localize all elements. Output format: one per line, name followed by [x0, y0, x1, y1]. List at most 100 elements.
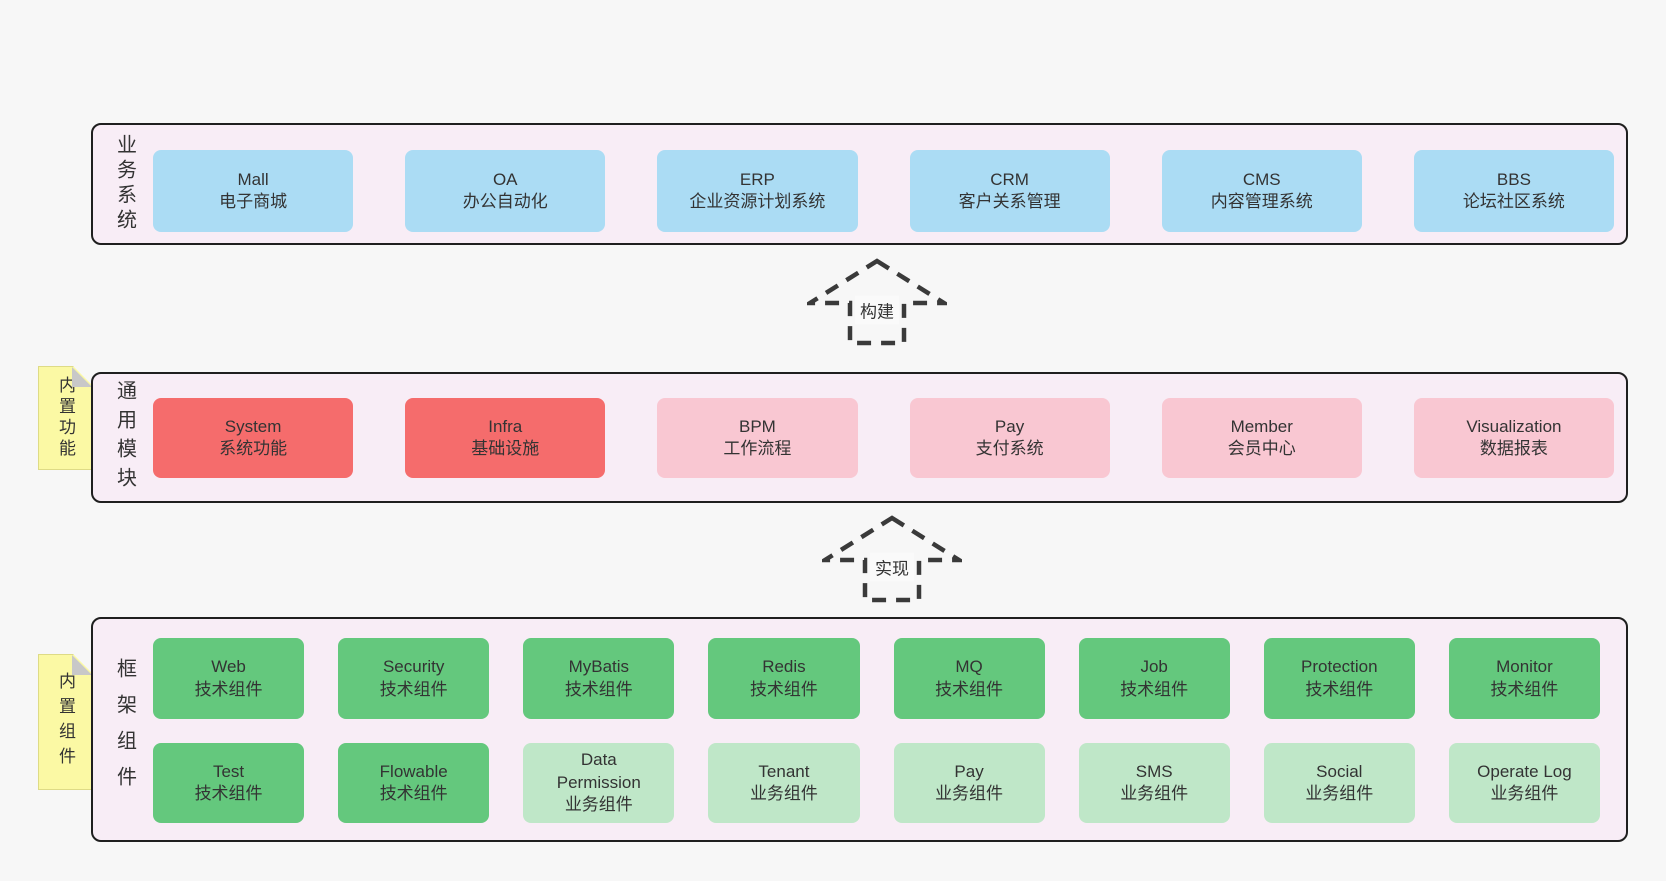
diagram-box-flowable: Flowable 技术组件	[338, 743, 490, 823]
box-title: Web	[211, 657, 246, 677]
box-title: MyBatis	[568, 657, 630, 677]
box-title: Mall	[237, 169, 269, 189]
folded-corner-icon	[72, 367, 92, 387]
diagram-box-social: Social 业务组件	[1263, 743, 1415, 823]
box-title: Redis	[762, 657, 806, 677]
box-subtitle: 内容管理系统	[1210, 192, 1313, 211]
diagram-box-visualization: Visualization 数据报表	[1413, 398, 1614, 478]
section-title: 业务系统	[113, 134, 136, 234]
box-title: Pay	[994, 416, 1025, 436]
box-subtitle: 数据报表	[1479, 439, 1548, 458]
box-title: System	[224, 416, 282, 436]
implement-arrow: 实现	[822, 515, 962, 603]
box-title: Job	[1140, 657, 1168, 677]
dashed-up-arrow-icon	[822, 515, 962, 603]
section-title: 通用模块	[113, 379, 136, 496]
box-title: Operate Log	[1477, 761, 1572, 781]
box-title: Visualization	[1466, 416, 1562, 436]
box-title: MQ	[955, 657, 983, 677]
box-title: Social	[1316, 761, 1363, 781]
box-subtitle: 系统功能	[219, 439, 288, 458]
box-subtitle: 客户关系管理	[958, 192, 1061, 211]
diagram-box-cms: CMS 内容管理系统	[1161, 150, 1362, 232]
box-subtitle: 业务组件	[935, 784, 1004, 803]
box-title: Data Permission	[556, 750, 641, 792]
dashed-up-arrow-icon	[807, 258, 947, 346]
diagram-box-oa: OA 办公自动化	[405, 150, 606, 232]
box-subtitle: 技术组件	[379, 679, 448, 699]
diagram-box-system: System 系统功能	[153, 398, 354, 478]
box-title: BBS	[1496, 169, 1531, 189]
diagram-box-mall: Mall 电子商城	[153, 150, 354, 232]
box-subtitle: 技术组件	[749, 679, 818, 699]
box-subtitle: 基础设施	[471, 439, 540, 458]
box-subtitle: 技术组件	[379, 784, 448, 803]
box-title: Flowable	[379, 761, 448, 781]
box-subtitle: 业务组件	[1305, 784, 1374, 803]
box-subtitle: 支付系统	[975, 439, 1044, 458]
box-title: BPM	[738, 416, 776, 436]
box-subtitle: 工作流程	[723, 439, 792, 458]
sticky-note-built-in-components: 内置组件	[38, 654, 93, 790]
box-subtitle: 技术组件	[1490, 679, 1559, 699]
box-title: Monitor	[1496, 657, 1553, 677]
implement-arrow-label: 实现	[870, 552, 914, 582]
sticky-note-built-in-functions: 内置功能	[38, 366, 93, 470]
box-title: Pay	[954, 761, 984, 781]
box-subtitle: 办公自动化	[462, 192, 548, 211]
box-subtitle: 业务组件	[749, 784, 818, 803]
diagram-box-tenant: Tenant 业务组件	[708, 743, 860, 823]
box-subtitle: 会员中心	[1227, 439, 1296, 458]
box-subtitle: 电子商城	[219, 192, 288, 211]
build-arrow-label: 构建	[855, 295, 899, 325]
diagram-box-bbs: BBS 论坛社区系统	[1413, 150, 1614, 232]
box-title: Tenant	[758, 761, 810, 781]
sticky-note-label: 内置组件	[56, 672, 75, 772]
box-subtitle: 企业资源计划系统	[689, 192, 826, 211]
box-subtitle: 技术组件	[564, 679, 633, 699]
section-title: 框架组件	[113, 657, 136, 802]
box-subtitle: 技术组件	[1120, 679, 1189, 699]
box-title: ERP	[739, 169, 775, 189]
build-arrow: 构建	[807, 258, 947, 346]
box-title: Protection	[1301, 657, 1378, 677]
box-subtitle: 业务组件	[564, 795, 633, 815]
box-subtitle: 技术组件	[935, 679, 1004, 699]
diagram-box-pay: Pay 业务组件	[893, 743, 1045, 823]
box-title: OA	[492, 169, 518, 189]
box-title: Security	[382, 657, 445, 677]
box-subtitle: 技术组件	[1305, 679, 1374, 699]
box-subtitle: 论坛社区系统	[1462, 192, 1565, 211]
sticky-note-label: 内置功能	[56, 376, 75, 460]
box-subtitle: 技术组件	[194, 679, 263, 699]
box-title: CMS	[1242, 169, 1281, 189]
box-subtitle: 技术组件	[194, 784, 263, 803]
diagram-box-bpm: BPM 工作流程	[657, 398, 858, 478]
folded-corner-icon	[72, 655, 92, 675]
diagram-box-erp: ERP 企业资源计划系统	[657, 150, 858, 232]
box-title: SMS	[1135, 761, 1173, 781]
diagram-box-pay: Pay 支付系统	[909, 398, 1110, 478]
